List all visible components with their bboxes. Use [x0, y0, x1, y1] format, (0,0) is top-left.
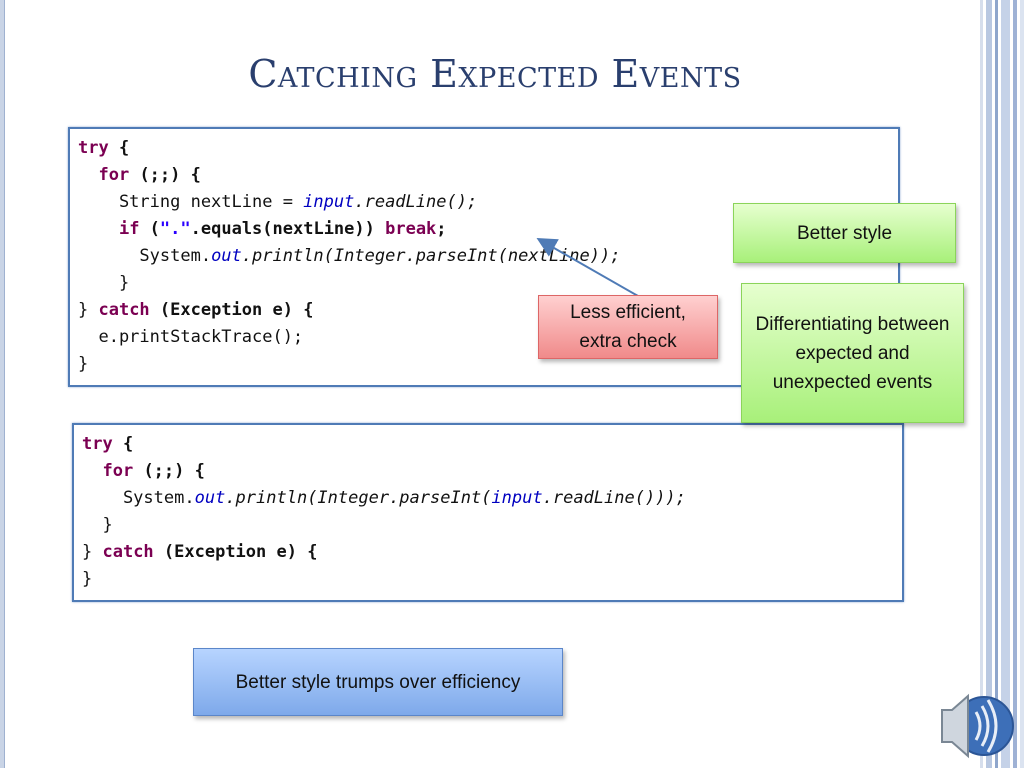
code-2-text: try { for (;;) { System.out.println(Inte…: [82, 431, 686, 593]
code-line: try {: [78, 138, 130, 158]
code-line: } catch (Exception e) {: [82, 542, 318, 562]
code-line: try {: [82, 434, 134, 454]
code-line: e.printStackTrace();: [78, 327, 304, 347]
code-line: String nextLine = input.readLine();: [78, 192, 478, 212]
code-line: }: [82, 515, 113, 535]
code-line: if (".".equals(nextLine)) break;: [118, 219, 447, 239]
code-line: System.out.println(Integer.parseInt(inpu…: [82, 488, 686, 508]
less-efficient-callout: Less efficient, extra check: [538, 295, 718, 359]
code-line: }: [82, 569, 93, 589]
differentiating-callout: Differentiating between expected and une…: [741, 283, 964, 423]
better-style-callout: Better style: [733, 203, 956, 263]
trumps-callout: Better style trumps over efficiency: [193, 648, 563, 716]
speaker-icon[interactable]: [934, 682, 1014, 766]
code-line: System.out.println(Integer.parseInt(next…: [78, 246, 621, 266]
code-line: } catch (Exception e) {: [78, 300, 314, 320]
code-block-2: try { for (;;) { System.out.println(Inte…: [72, 423, 904, 602]
slide-title: Catching Expected Events: [248, 52, 742, 96]
right-decorative-stripes: [980, 0, 1024, 768]
code-line: }: [78, 354, 89, 374]
left-edge-bar: [0, 0, 5, 768]
code-line: }: [78, 273, 130, 293]
code-line: for (;;) {: [102, 461, 205, 481]
code-1-text: try { for (;;) { String nextLine = input…: [78, 135, 620, 378]
code-line: for (;;) {: [98, 165, 201, 185]
